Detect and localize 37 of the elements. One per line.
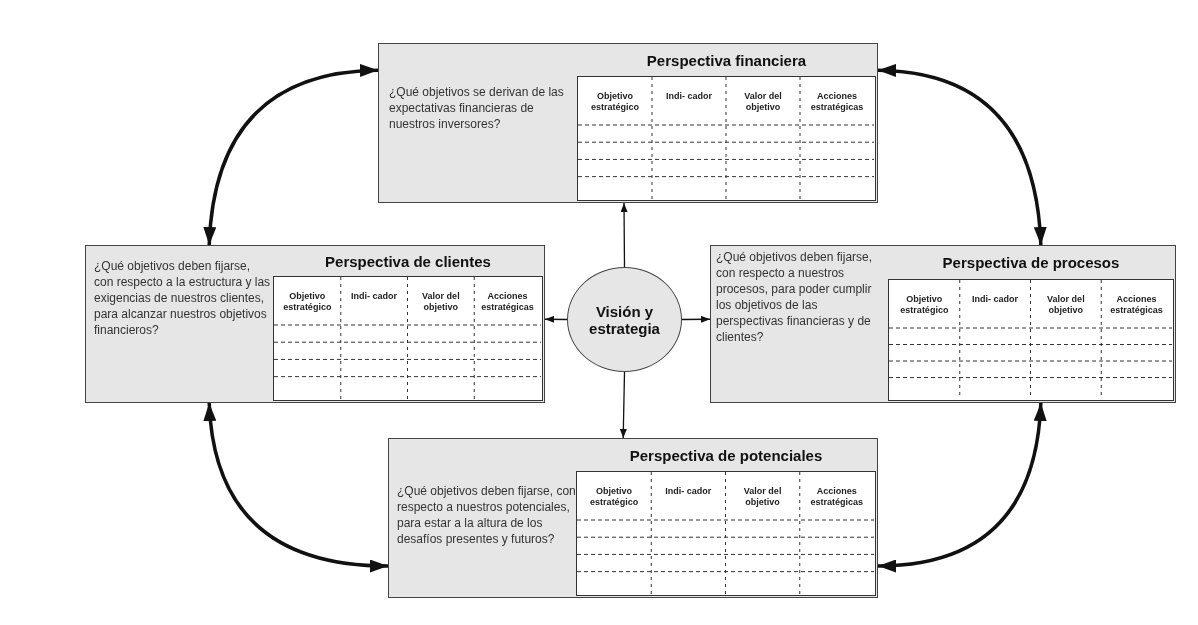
column-header: Acciones estratégicas [1109, 294, 1164, 316]
column-header: Objetivo estratégico [589, 486, 640, 508]
question-text: ¿Qué objetivos se derivan de las expectativas financieras de nuestros inversores? [389, 84, 565, 133]
perspective-heading: Perspectiva de procesos [941, 253, 1121, 273]
perspective-heading: Perspectiva de clientes [324, 251, 492, 272]
curved-arrow [877, 64, 1047, 246]
arrow [681, 315, 711, 323]
curved-arrow [877, 402, 1046, 572]
perspective-heading: Perspectiva de potenciales [628, 445, 824, 466]
column-header: Objetivo estratégico [899, 294, 950, 316]
column-header: Indi- cador [665, 91, 713, 102]
column-header: Indi- cador [350, 291, 399, 302]
column-header: Valor del objetivo [742, 486, 783, 508]
column-header: Objetivo estratégico [282, 291, 333, 313]
arrow [619, 371, 627, 439]
perspective-panel [378, 43, 878, 203]
curved-arrow [204, 402, 389, 572]
perspective-panel [710, 245, 1176, 403]
column-header: Objetivo estratégico [590, 91, 640, 113]
question-text: ¿Qué objetivos deben fijarse, con respecto a nuestros procesos, para poder cumplir los objetivos de las perspectivas financieras y de clientes? [716, 249, 874, 346]
arrow [544, 315, 568, 323]
question-text: ¿Qué objetivos deben fijarse, con respecto a la estructura y las exigencias de nuestros clientes, para alcanzar nuestros objetivos financieros? [94, 258, 272, 339]
column-header: Acciones estratégicas [480, 291, 535, 313]
column-header: Indi- cador [664, 486, 713, 497]
column-header: Valor del objetivo [421, 291, 461, 313]
center-label: Visión y estrategia [588, 302, 661, 337]
column-header: Valor del objetivo [743, 91, 783, 113]
arrow [620, 202, 628, 268]
column-header: Acciones estratégicas [809, 91, 865, 113]
column-header: Indi- cador [971, 294, 1020, 305]
question-text: ¿Qué objetivos deben fijarse, con respecto a nuestros potenciales, para estar a la altura de los desafíos presentes y futuros? [397, 483, 577, 548]
perspective-heading: Perspectiva financiera [645, 50, 808, 71]
curved-arrow [204, 64, 379, 246]
column-header: Valor del objetivo [1046, 294, 1086, 316]
perspective-panel [388, 438, 878, 598]
column-header: Acciones estratégicas [809, 486, 865, 508]
perspective-panel [85, 245, 545, 403]
